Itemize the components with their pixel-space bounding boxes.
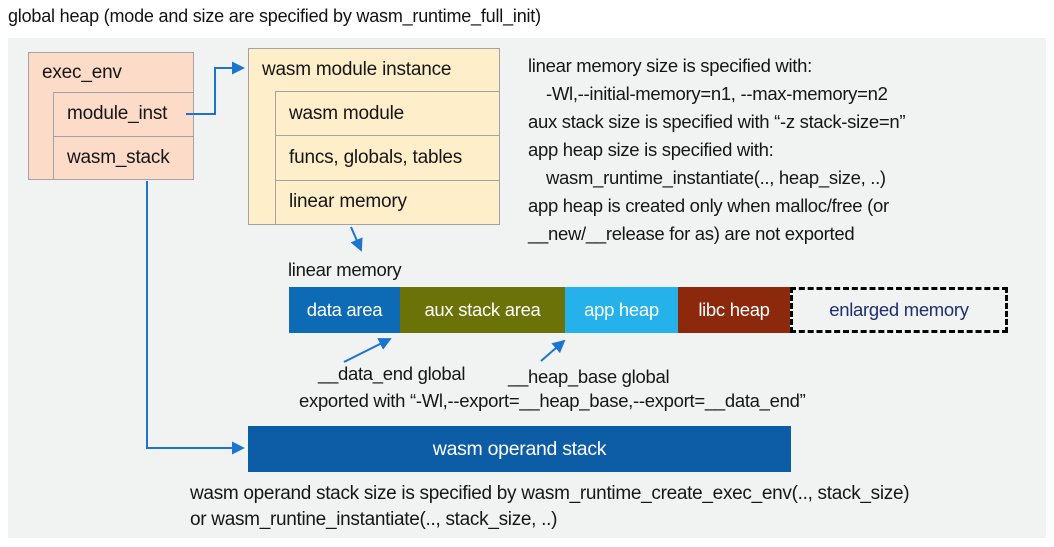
note-line: linear memory size is specified with: xyxy=(528,55,812,76)
exec-env-row-module-inst: module_inst xyxy=(53,92,193,136)
segment-libc-heap: libc heap xyxy=(678,287,790,333)
note-line: or wasm_runtine_instantiate(.., stack_si… xyxy=(190,509,558,530)
exec-env-box: exec_env module_inst wasm_stack xyxy=(28,52,194,180)
segment-enlarged-memory: enlarged memory xyxy=(790,287,1008,333)
segment-aux-stack-area: aux stack area xyxy=(400,287,565,333)
note-line: wasm_runtime_instantiate(.., heap_size, … xyxy=(546,167,886,188)
data-end-global-label: __data_end global xyxy=(318,363,466,384)
diagram-title: global heap (mode and size are specified… xyxy=(8,6,541,26)
note-line: __new/__release for as) are not exported xyxy=(528,223,855,244)
note-line: app heap size is specified with: xyxy=(528,139,774,160)
heap-base-global-label: __heap_base global xyxy=(508,366,670,387)
note-line: wasm operand stack size is specified by … xyxy=(190,483,910,504)
module-instance-row-wasm-module: wasm module xyxy=(275,91,499,136)
module-instance-row-funcs-globals-tables: funcs, globals, tables xyxy=(275,135,499,180)
memory-size-notes: linear memory size is specified with: -W… xyxy=(528,52,1033,248)
export-flags-note: exported with “-Wl,--export=__heap_base,… xyxy=(299,390,806,411)
note-line: app heap is created only when malloc/fre… xyxy=(528,195,889,216)
segment-app-heap: app heap xyxy=(565,287,678,333)
linear-memory-label: linear memory xyxy=(288,259,402,280)
note-line: aux stack size is specified with “-z sta… xyxy=(528,111,906,132)
wasm-operand-stack-bar: wasm operand stack xyxy=(248,426,791,472)
module-instance-header: wasm module instance xyxy=(262,59,452,80)
note-line: -Wl,--initial-memory=n1, --max-memory=n2 xyxy=(546,83,888,104)
module-instance-box: wasm module instance wasm module funcs, … xyxy=(248,48,500,225)
segment-data-area: data area xyxy=(289,287,400,333)
exec-env-row-wasm-stack: wasm_stack xyxy=(53,135,193,179)
exec-env-cells: module_inst wasm_stack xyxy=(53,92,193,179)
exec-env-header: exec_env xyxy=(42,61,122,83)
module-instance-row-linear-memory: linear memory xyxy=(275,179,499,224)
operand-stack-notes: wasm operand stack size is specified by … xyxy=(190,481,910,533)
module-instance-cells: wasm module funcs, globals, tables linea… xyxy=(275,91,499,224)
